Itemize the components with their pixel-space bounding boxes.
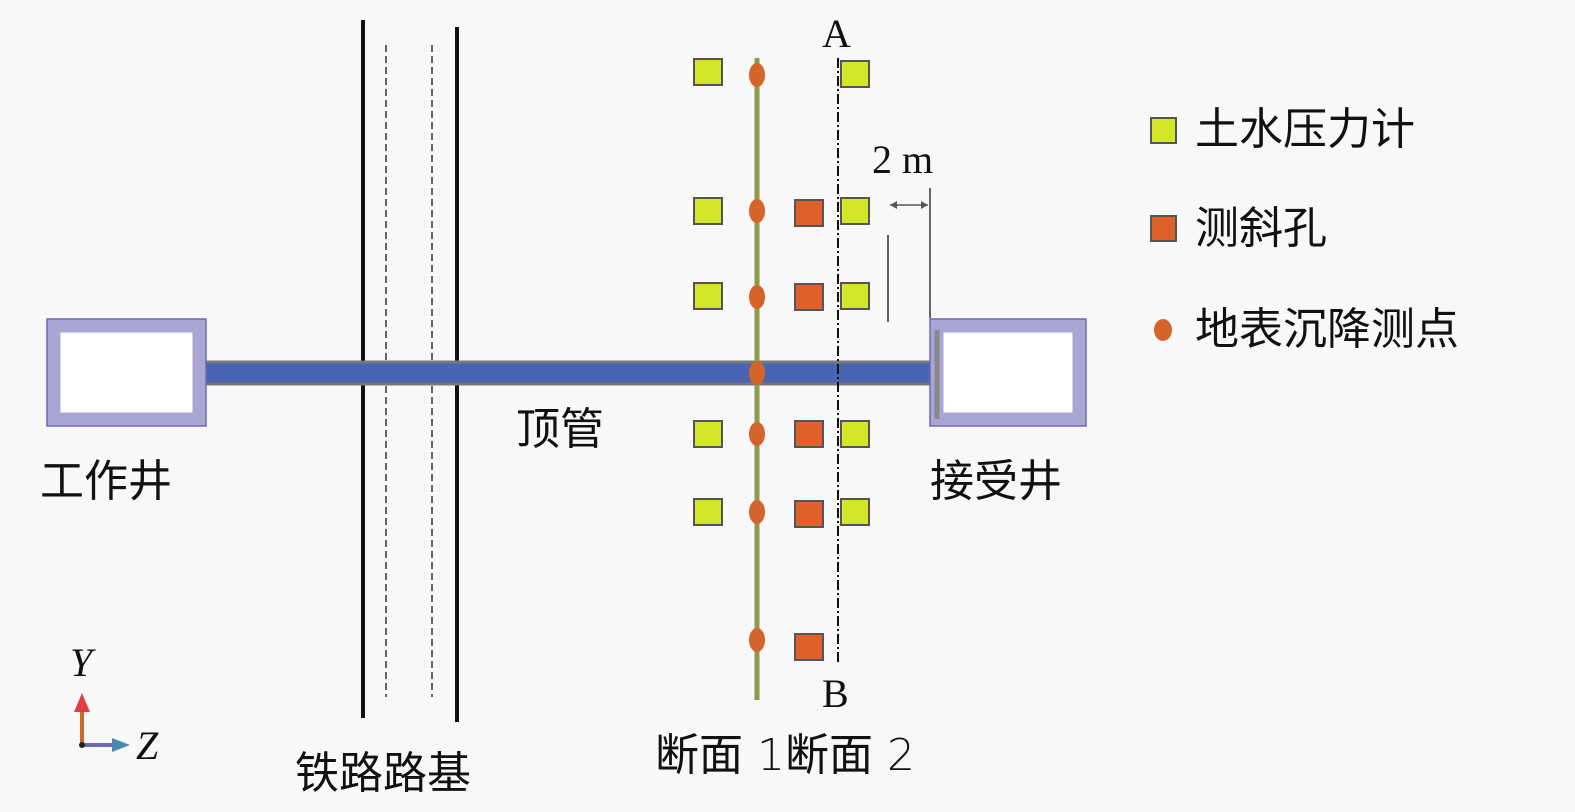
settlement-point-icon	[749, 422, 765, 446]
legend-label-earth-pressure-gauge: 土水压力计	[1195, 104, 1415, 155]
inclinometer-icon	[794, 500, 824, 528]
inclinometer-icon	[794, 199, 824, 227]
settlement-point-icon	[749, 628, 765, 652]
settlement-point-icon	[749, 361, 765, 385]
settlement-point-icon	[749, 285, 765, 309]
working-shaft-label: 工作井	[40, 456, 172, 507]
earth-pressure-gauge-icon	[693, 420, 723, 448]
working-shaft-outline	[46, 318, 207, 427]
legend-yellow-square-icon	[1150, 117, 1177, 144]
earth-pressure-gauge-icon	[840, 420, 870, 448]
pipe-jacking-label: 顶管	[516, 404, 604, 455]
legend-orange-dot-icon	[1154, 319, 1172, 341]
inclinometer-icon	[794, 283, 824, 311]
legend-label-settlement-point: 地表沉降测点	[1195, 304, 1459, 355]
receiving-shaft-outline	[929, 318, 1087, 427]
axis-z-label: Z	[136, 723, 159, 768]
y-axis-arrowhead-icon	[74, 693, 90, 712]
legend-orange-square-icon	[1150, 215, 1177, 242]
section-labels: 断面 1断面 2	[655, 730, 915, 781]
arrow-head-left-icon	[890, 201, 897, 209]
earth-pressure-gauge-icon	[840, 60, 870, 88]
settlement-point-icon	[749, 63, 765, 87]
inclinometer-icon	[794, 420, 824, 448]
settlement-point-icon	[749, 500, 765, 524]
axis-origin	[79, 742, 85, 748]
earth-pressure-gauge-icon	[693, 197, 723, 225]
z-axis-arrowhead-icon	[112, 738, 130, 752]
point-a-label: A	[822, 11, 851, 56]
earth-pressure-gauge-icon	[840, 197, 870, 225]
axis-y-label: Y	[70, 640, 93, 685]
point-b-label: B	[822, 671, 849, 716]
earth-pressure-gauge-icon	[693, 58, 723, 86]
arrow-head-right-icon	[921, 201, 928, 209]
earth-pressure-gauge-icon	[840, 498, 870, 526]
settlement-point-icon	[749, 199, 765, 223]
legend-label-inclinometer: 测斜孔	[1195, 203, 1327, 254]
receiving-shaft	[930, 319, 1086, 426]
railway-subgrade-label: 铁路路基	[295, 748, 471, 799]
earth-pressure-gauge-icon	[693, 282, 723, 310]
pipe-jacking	[198, 360, 937, 386]
earth-pressure-gauge-icon	[840, 282, 870, 310]
inclinometer-icon	[794, 633, 824, 661]
spacing-label: 2 m	[872, 137, 934, 182]
receiving-shaft-label: 接受井	[930, 456, 1062, 507]
working-shaft	[47, 319, 206, 426]
earth-pressure-gauge-icon	[693, 498, 723, 526]
